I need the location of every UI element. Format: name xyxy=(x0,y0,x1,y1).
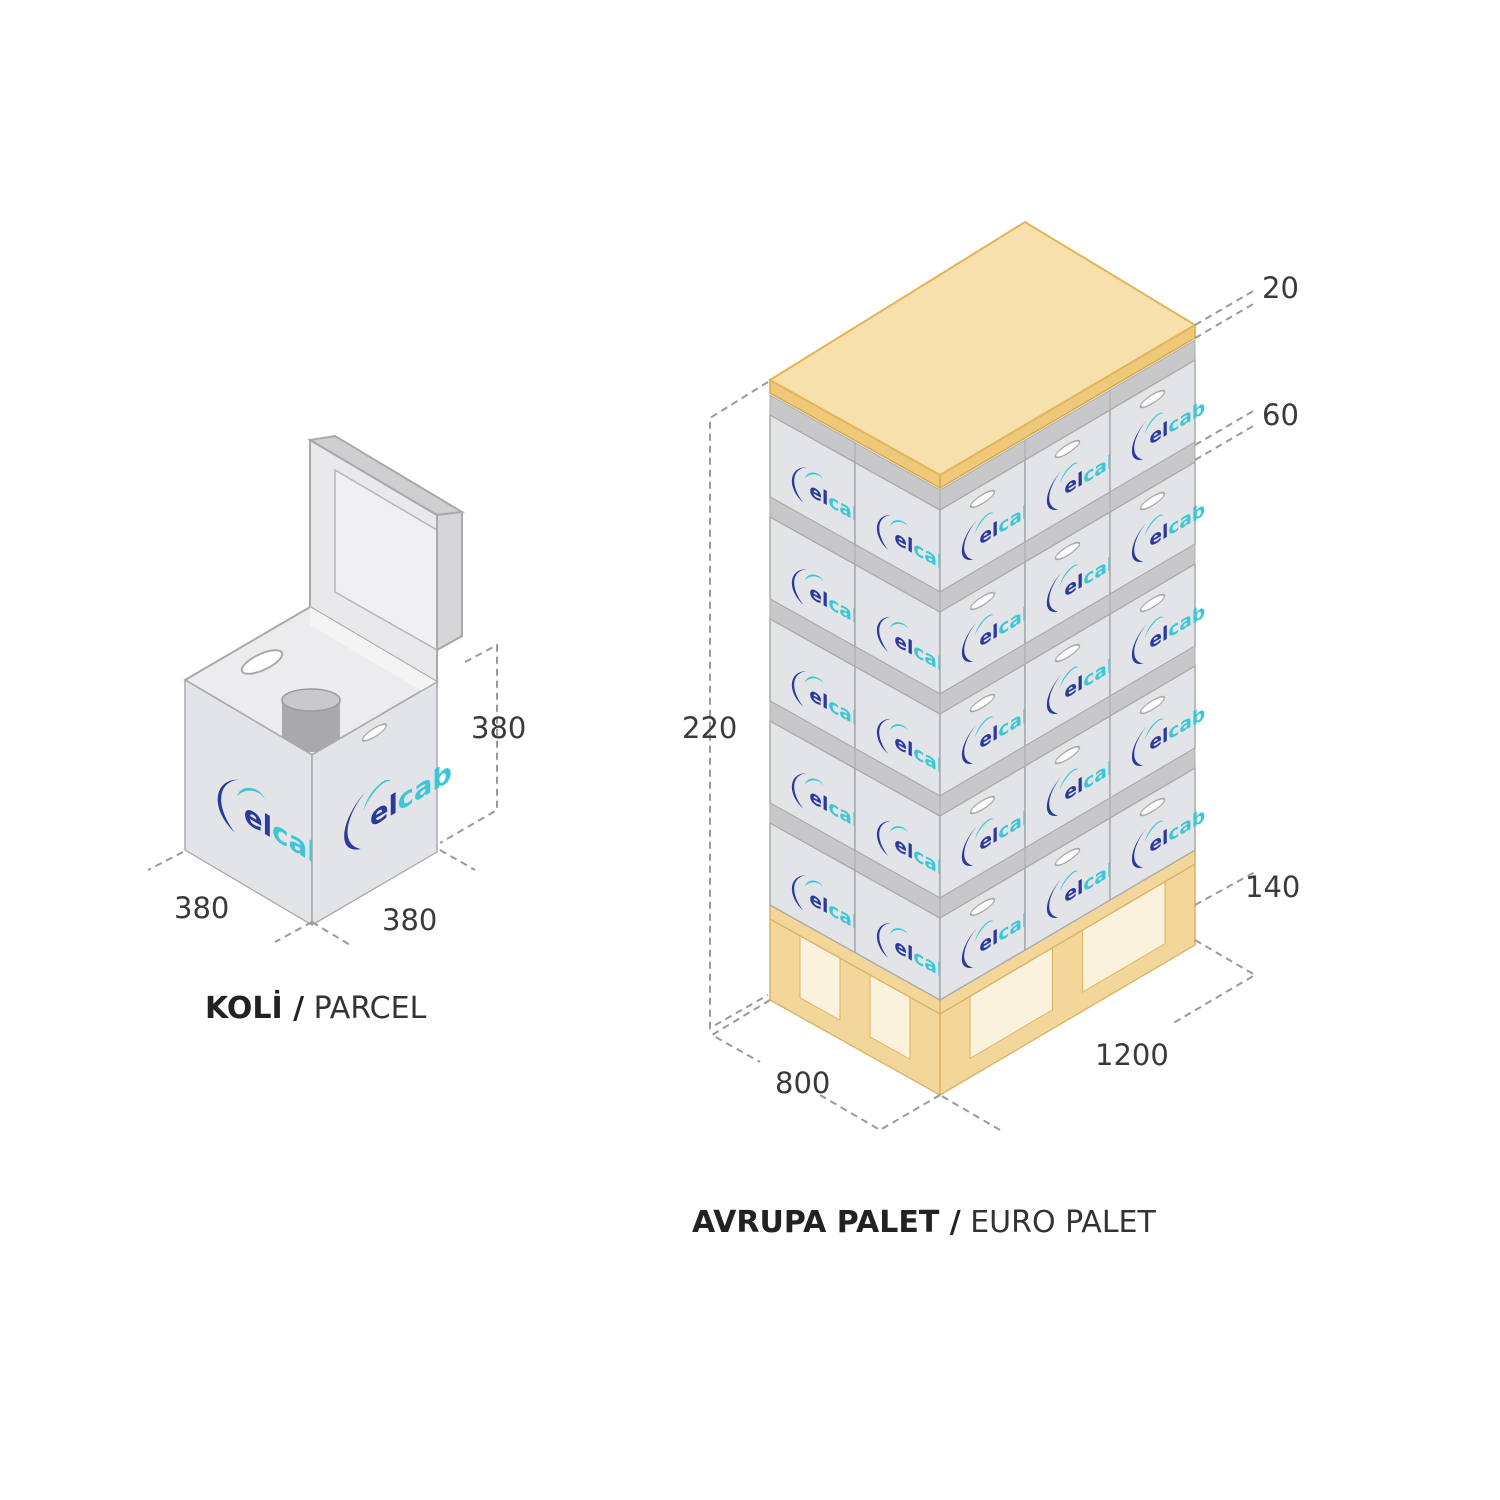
box-handle xyxy=(969,897,996,917)
logo-swoosh-light xyxy=(889,724,909,732)
box-handle xyxy=(1054,847,1081,867)
logo-swoosh-light xyxy=(889,928,909,936)
logo-swoosh-dark xyxy=(1132,624,1147,664)
logo-swoosh-dark xyxy=(1047,572,1062,612)
parcel-illustration: elcab elcab 380 380 380 KOLİ / PARCEL xyxy=(147,434,526,1026)
pallet-title-regular: EURO PALET xyxy=(961,1205,1157,1240)
box-handle xyxy=(361,723,388,742)
parcel-depth-label: 380 xyxy=(382,903,437,937)
logo-swoosh-dark xyxy=(1047,878,1062,918)
box-handle xyxy=(969,795,996,815)
box-handle xyxy=(1054,643,1081,663)
parcel-width-label: 380 xyxy=(174,891,229,925)
logo-swoosh-dark xyxy=(962,520,977,560)
pallet-height-label: 140 xyxy=(1245,870,1300,904)
logo-swoosh-light xyxy=(804,472,824,480)
logo-text-el: el xyxy=(894,525,913,558)
parcel-title-regular: PARCEL xyxy=(304,991,426,1026)
pallet-illustration: elcabelcabelcabelcabelcabelcabelcabelcab… xyxy=(682,220,1300,1240)
box-handle xyxy=(1139,491,1166,511)
logo-swoosh-dark xyxy=(962,928,977,968)
logo-text-el: el xyxy=(894,831,913,864)
logo-text-el: el xyxy=(809,682,828,715)
logo-swoosh-light xyxy=(804,778,824,786)
box-handle xyxy=(1139,695,1166,715)
box-handle xyxy=(1054,745,1081,765)
logo-swoosh-light xyxy=(804,676,824,684)
logo-swoosh-dark xyxy=(1132,828,1147,868)
dimension-line xyxy=(1194,289,1256,339)
logo-swoosh-light xyxy=(804,880,824,888)
logo-swoosh-dark xyxy=(1132,420,1147,460)
logo-swoosh-dark xyxy=(1047,470,1062,510)
dimension-line xyxy=(709,381,769,1030)
box-handle xyxy=(969,489,996,509)
logo-text-el: el xyxy=(894,627,913,660)
logo-swoosh-light xyxy=(889,520,909,528)
logo-swoosh-light xyxy=(889,622,909,630)
parcel-handle-back xyxy=(240,649,284,675)
parcel-title-bold: KOLİ / xyxy=(205,990,304,1026)
logo-text-el: el xyxy=(809,784,828,817)
parcel-title: KOLİ / PARCEL xyxy=(205,990,427,1026)
box-face xyxy=(1109,766,1196,902)
logo-swoosh-dark xyxy=(962,622,977,662)
logo-text-el: el xyxy=(894,933,913,966)
dimension-line xyxy=(439,643,498,844)
pallet-title: AVRUPA PALET / EURO PALET xyxy=(692,1205,1156,1240)
box-handle xyxy=(969,591,996,611)
pallet-length-label: 1200 xyxy=(1095,1038,1169,1072)
logo-swoosh-light xyxy=(804,574,824,582)
logo-swoosh-dark xyxy=(1047,776,1062,816)
box-handle xyxy=(1054,439,1081,459)
pallet-deck-edge xyxy=(770,918,940,1015)
box-handle xyxy=(1139,593,1166,613)
box-handle xyxy=(1139,797,1166,817)
logo-text-el: el xyxy=(809,478,828,511)
pallet-deck-edge xyxy=(940,863,1195,1015)
logo-swoosh-light xyxy=(889,826,909,834)
top-sheet-label: 20 xyxy=(1262,271,1299,305)
logo-swoosh-dark xyxy=(1047,674,1062,714)
logo-swoosh-dark xyxy=(962,724,977,764)
box-row-label: 60 xyxy=(1262,398,1299,432)
cable-reel-icon xyxy=(281,688,341,752)
logo-swoosh-light xyxy=(236,787,265,800)
logo-swoosh-dark xyxy=(962,826,977,866)
logo-swoosh-dark xyxy=(344,791,366,850)
logo-swoosh-dark xyxy=(1132,726,1147,766)
logo-swoosh-dark xyxy=(1132,522,1147,562)
logo-text-el: el xyxy=(809,580,828,613)
box-face xyxy=(311,680,438,927)
pallet-title-bold: AVRUPA PALET / xyxy=(692,1205,961,1240)
box-handle xyxy=(1054,541,1081,561)
logo-text-el: el xyxy=(894,729,913,762)
box-handle xyxy=(969,693,996,713)
parcel-height-label: 380 xyxy=(471,711,526,745)
pallet-width-label: 800 xyxy=(775,1066,830,1100)
parcel-lid-rim-side xyxy=(436,510,463,652)
logo-text-el: el xyxy=(809,886,828,919)
box-handle xyxy=(1139,389,1166,409)
parcel-inner-wall xyxy=(310,607,437,700)
total-height-label: 220 xyxy=(682,711,737,745)
